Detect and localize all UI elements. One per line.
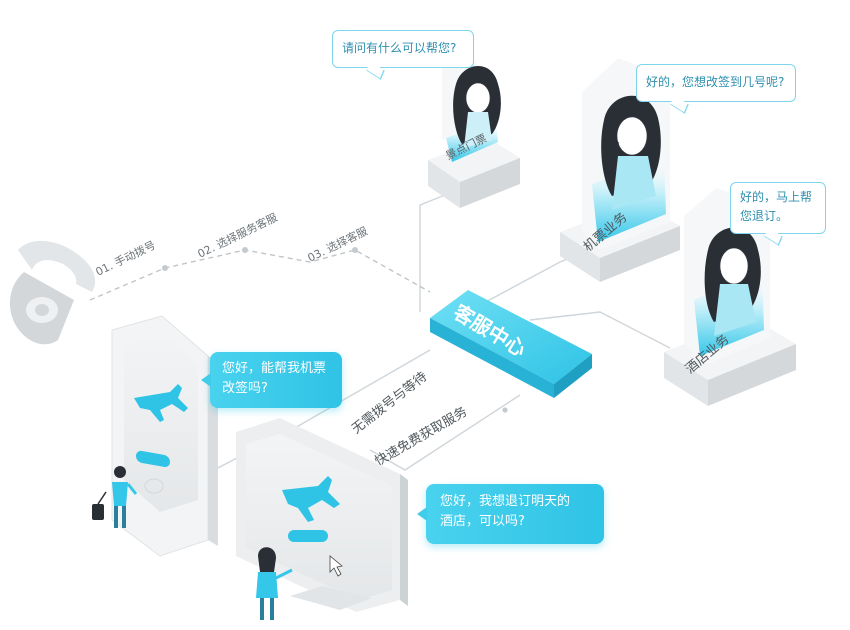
center-caption-1: 无需拨号与等待 bbox=[349, 369, 431, 438]
path-node-2 bbox=[242, 247, 248, 253]
monitor-bubble-line-1: 您好，我想退订明天的 bbox=[440, 494, 571, 509]
agent-3-bubble: 好的，马上帮 您退订。 bbox=[730, 182, 826, 234]
agent-3-bubble-line-1: 好的，马上帮 bbox=[740, 190, 813, 204]
monitor-bubble-line-2: 酒店，可以吗? bbox=[440, 514, 525, 530]
agent-1-bubble-text: 请问有什么可以帮您? bbox=[342, 41, 457, 55]
agent-2-bubble: 好的，您想改签到几号呢? bbox=[636, 64, 796, 102]
phone-action-button[interactable] bbox=[136, 450, 170, 468]
phone-home-button[interactable] bbox=[144, 478, 164, 494]
dashed-path bbox=[89, 249, 431, 301]
step-2-label: 02. 选择服务客服 bbox=[195, 210, 279, 261]
monitor-bubble: 您好，我想退订明天的 酒店，可以吗? bbox=[417, 484, 604, 544]
step-1-label: 01. 手动拨号 bbox=[93, 238, 158, 279]
agent-stand-scenic: 景点门票 bbox=[428, 50, 520, 208]
person-icon bbox=[256, 547, 293, 620]
path-node-4 bbox=[502, 407, 508, 413]
path-node-1 bbox=[162, 265, 168, 271]
cursor-icon bbox=[329, 555, 343, 577]
agent-3-bubble-line-2: 您退订。 bbox=[740, 208, 789, 223]
phone-bubble: 您好，能帮我机票 改签吗? bbox=[201, 352, 342, 408]
agent-2-bubble-text: 好的，您想改签到几号呢? bbox=[646, 75, 785, 89]
step-labels: 01. 手动拨号 02. 选择服务客服 03. 选择客服 bbox=[93, 210, 370, 279]
monitor-action-button[interactable] bbox=[288, 530, 328, 542]
luggage-icon bbox=[92, 491, 107, 520]
desktop-monitor bbox=[236, 418, 408, 612]
person-icon bbox=[112, 466, 138, 528]
smartphone bbox=[111, 315, 218, 557]
path-node-3 bbox=[352, 247, 358, 253]
agent-stand-flight: 机票业务 bbox=[560, 58, 680, 282]
agent-1-bubble: 请问有什么可以帮您? bbox=[332, 30, 474, 68]
phone-bubble-line-1: 您好，能帮我机票 bbox=[222, 361, 327, 376]
service-center-block: 客服中心 bbox=[430, 290, 592, 398]
airplane-icon bbox=[134, 384, 188, 422]
telephone-icon bbox=[9, 240, 96, 345]
step-3-label: 03. 选择客服 bbox=[305, 224, 370, 265]
phone-bubble-line-2: 改签吗? bbox=[222, 381, 268, 397]
airplane-icon bbox=[282, 476, 340, 522]
